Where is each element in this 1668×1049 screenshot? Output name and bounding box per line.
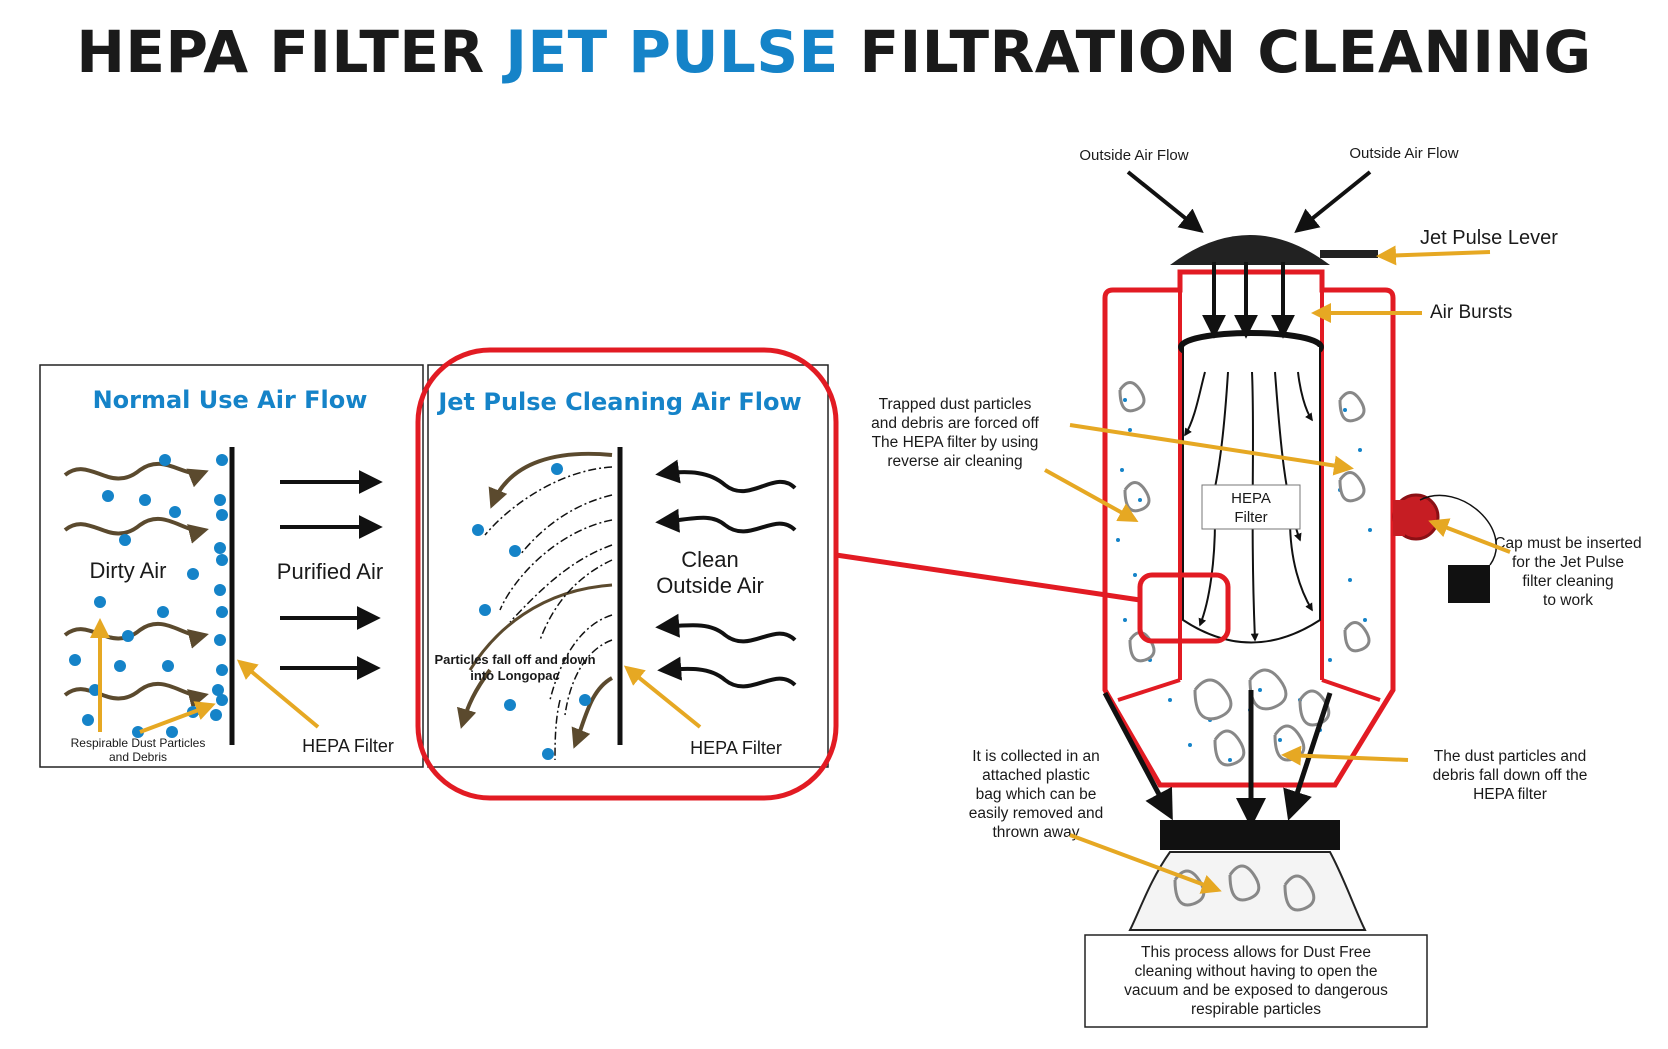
cap-label: filter cleaning	[1522, 573, 1613, 590]
outside-air-arrow	[1126, 170, 1204, 234]
title-part-3: FILTRATION CLEANING	[838, 18, 1592, 86]
trapped-dust-pointer-arrow	[1069, 423, 1354, 476]
dirty-air-flow-arrow	[63, 517, 209, 544]
dust-fall-pointer-arrow	[1281, 745, 1409, 766]
cap-label: Cap must be inserted	[1494, 535, 1641, 552]
collected-label: attached plastic	[982, 767, 1090, 784]
particles-fall-label: Particles fall off and down	[434, 652, 595, 667]
trapped-dust-label: The HEPA filter by using	[872, 434, 1039, 451]
hepa-filter-tag	[1201, 484, 1301, 530]
cap-pointer-arrow	[1428, 518, 1511, 554]
hepa-pointer-arrow	[623, 665, 702, 729]
zoom-highlight-box	[1137, 572, 1231, 644]
cap-tether	[1419, 494, 1497, 566]
dust-pointer-arrow	[139, 701, 216, 734]
particle-trajectories	[484, 466, 613, 761]
bag-collar	[1160, 820, 1340, 850]
clean-air-arrow	[657, 656, 797, 689]
reverse-flow-arrow	[571, 676, 614, 749]
dirty-air-flow-arrow	[63, 622, 209, 649]
longopac-bag	[1128, 851, 1367, 931]
reverse-flow-arrow	[468, 583, 613, 671]
collected-pointer-arrow	[1069, 833, 1222, 894]
jet-pulse-lever-label: Jet Pulse Lever	[1420, 227, 1558, 249]
cap-plug[interactable]	[1448, 565, 1490, 603]
cap-label: to work	[1543, 592, 1593, 609]
normal-panel-title: Normal Use Air Flow	[93, 386, 368, 414]
jet-panel-frame	[427, 364, 829, 768]
process-note-text: cleaning without having to open the	[1134, 963, 1377, 980]
hepa-filter-label: HEPA Filter	[302, 736, 394, 756]
outside-air-label: Outside Air Flow	[1079, 147, 1188, 164]
collected-label: thrown away	[992, 824, 1079, 841]
cap-label: for the Jet Pulse	[1512, 554, 1624, 571]
trapped-dust-pointer-arrow	[1044, 468, 1139, 522]
jet-pulse-lever[interactable]	[1320, 250, 1378, 258]
collected-label: bag which can be	[976, 786, 1097, 803]
debris-fall-arrow	[1283, 692, 1333, 821]
reverse-flow-arrow	[488, 451, 613, 509]
process-note-box	[1084, 934, 1428, 1028]
outside-air-arrow	[1294, 170, 1372, 234]
cap-port-neck	[1393, 500, 1405, 536]
lever-pointer-arrow	[1376, 245, 1491, 266]
clean-air-arrow	[655, 459, 797, 493]
bag-debris	[1173, 864, 1316, 912]
trapped-dust-label: and debris are forced off	[871, 415, 1039, 432]
dust-label: Respirable Dust Particles	[71, 736, 206, 750]
zoom-highlight-outline	[415, 347, 839, 801]
dust-particles	[69, 454, 228, 738]
jet-pulse-panel: Jet Pulse Cleaning Air Flow Clean	[415, 347, 839, 801]
dust-label: and Debris	[109, 750, 167, 764]
page-title: HEPA FILTER JET PULSE FILTRATION CLEANIN…	[0, 18, 1668, 86]
collected-label: It is collected in an	[972, 748, 1100, 765]
process-note-text: vacuum and be exposed to dangerous	[1124, 982, 1388, 999]
vacuum-device: HEPA Filter	[1102, 170, 1497, 931]
title-part-highlight: JET PULSE	[505, 18, 839, 86]
trapped-dust-label: reverse air cleaning	[887, 453, 1022, 470]
dust-fall-label: debris fall down off the	[1433, 767, 1588, 784]
particle-fall-arrow	[457, 668, 492, 729]
hepa-filter-tag-label: HEPA	[1231, 490, 1271, 507]
purified-air-label: Purified Air	[277, 559, 383, 584]
collected-label: easily removed and	[969, 805, 1103, 822]
process-note-text: This process allows for Dust Free	[1141, 944, 1371, 961]
normal-use-panel: Normal Use Air Flow Dirty Air Purified A…	[39, 364, 424, 768]
dust-particles	[472, 463, 591, 760]
title-part-1: HEPA FILTER	[76, 18, 506, 86]
dirty-air-flow-arrow	[63, 682, 209, 709]
particles-fall-label: into Longopac	[470, 668, 560, 683]
clean-air-label: Outside Air	[656, 573, 764, 598]
red-housing-outline	[1102, 269, 1396, 788]
clean-air-arrow	[655, 508, 797, 534]
process-note-text: respirable particles	[1191, 1001, 1321, 1018]
clean-air-label: Clean	[681, 547, 738, 572]
dirty-air-flow-arrow	[63, 462, 209, 488]
debris-fall-arrow	[1102, 691, 1173, 821]
zoom-connector-line	[835, 552, 1141, 603]
outside-air-label: Outside Air Flow	[1349, 145, 1458, 162]
jet-pulse-dome[interactable]	[1170, 235, 1330, 265]
dust-fall-label: The dust particles and	[1434, 748, 1587, 765]
hepa-filter-tag-label: Filter	[1234, 509, 1267, 526]
jet-panel-title: Jet Pulse Cleaning Air Flow	[436, 388, 801, 416]
dirty-air-label: Dirty Air	[90, 558, 167, 583]
hepa-filter-label: HEPA Filter	[690, 738, 782, 758]
trapped-dust-label: Trapped dust particles	[879, 396, 1032, 413]
clean-air-arrow	[655, 613, 797, 644]
hepa-pointer-arrow	[236, 659, 320, 729]
air-bursts-label: Air Bursts	[1430, 302, 1512, 323]
dust-fall-label: HEPA filter	[1473, 786, 1547, 803]
